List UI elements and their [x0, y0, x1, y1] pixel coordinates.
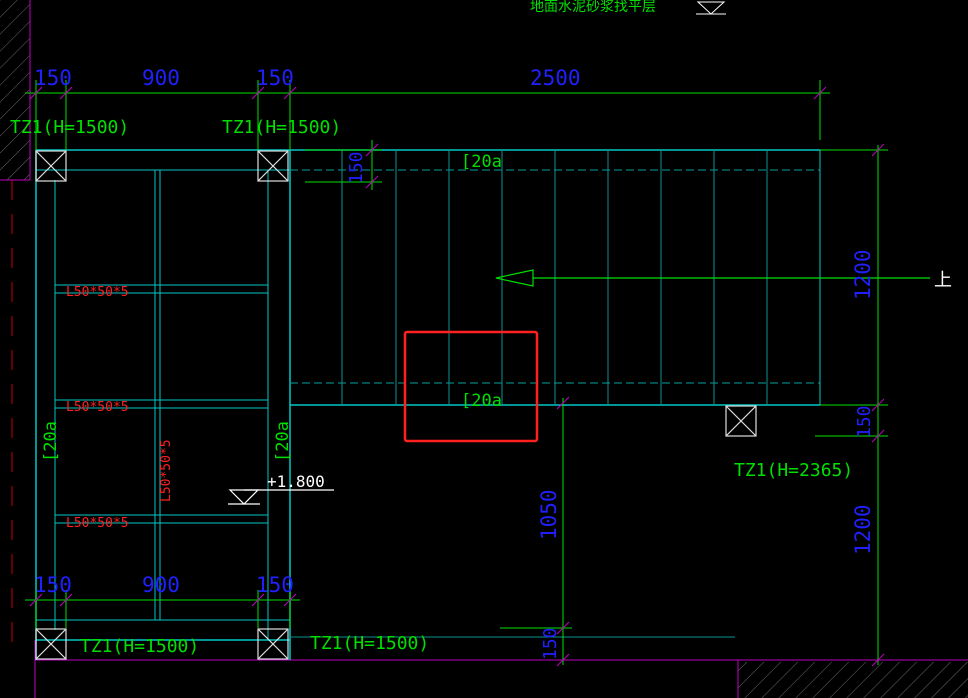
up-label: 上: [934, 270, 952, 291]
label-tz1-top-left: TZ1(H=1500): [10, 117, 129, 138]
column-top-left: [35, 150, 67, 182]
dim-2500: 2500: [530, 66, 581, 90]
dim-150-top-mid: 150: [256, 66, 294, 90]
dim-1200-lower: 1200: [851, 504, 875, 555]
dim-150-top-left: 150: [34, 66, 72, 90]
label-l50-1: L50*50*5: [66, 285, 129, 300]
level-marker-icon: [696, 1, 726, 15]
beam-labels: [20a [20a [20a [20a: [41, 152, 502, 462]
dim-150-bottom: 150: [540, 627, 561, 660]
dim-1200-upper: 1200: [851, 249, 875, 300]
label-tz1-right: TZ1(H=2365): [734, 460, 853, 481]
elevation-marker-icon: [228, 489, 334, 505]
elevation-label: +1.800: [267, 472, 325, 491]
label-c20a-top: [20a: [461, 152, 502, 172]
dim-150-vertical-step: 150: [346, 151, 367, 184]
column-labels: TZ1(H=1500) TZ1(H=1500) TZ1(H=2365) TZ1(…: [10, 117, 853, 657]
label-c20a-left: [20a: [41, 421, 61, 462]
dim-1050: 1050: [537, 489, 561, 540]
dimension-lines: [25, 80, 888, 667]
label-l50-2: L50*50*5: [66, 400, 129, 415]
label-c20a-right: [20a: [273, 421, 293, 462]
floor-finish-note: 地面水泥砂浆找平层: [530, 0, 656, 15]
label-tz1-bottom-mid: TZ1(H=1500): [310, 633, 429, 654]
highlight-box: [403, 330, 539, 443]
dim-150-right: 150: [854, 405, 875, 438]
label-l50-vertical: L50*50*5: [159, 439, 174, 502]
dim-150-bottom-left: 150: [34, 573, 72, 597]
up-direction-arrow-icon: [495, 269, 930, 287]
column-right: [725, 405, 757, 437]
angle-labels: L50*50*5 L50*50*5 L50*50*5 L50*50*5: [66, 285, 174, 531]
column-top-mid: [257, 150, 289, 182]
dimension-texts: 150 900 150 2500 150 900 150 150 1200 15…: [34, 66, 875, 660]
label-c20a-mid: [20a: [461, 391, 502, 411]
column-bottom-left: [35, 628, 67, 660]
column-bottom-mid: [257, 628, 289, 660]
dim-150-bottom-mid: 150: [256, 573, 294, 597]
label-tz1-bottom-left: TZ1(H=1500): [80, 636, 199, 657]
label-l50-3: L50*50*5: [66, 516, 129, 531]
label-tz1-top-mid: TZ1(H=1500): [222, 117, 341, 138]
dim-900-top: 900: [142, 66, 180, 90]
column-boxes: [35, 150, 757, 660]
dim-900-bottom: 900: [142, 573, 180, 597]
